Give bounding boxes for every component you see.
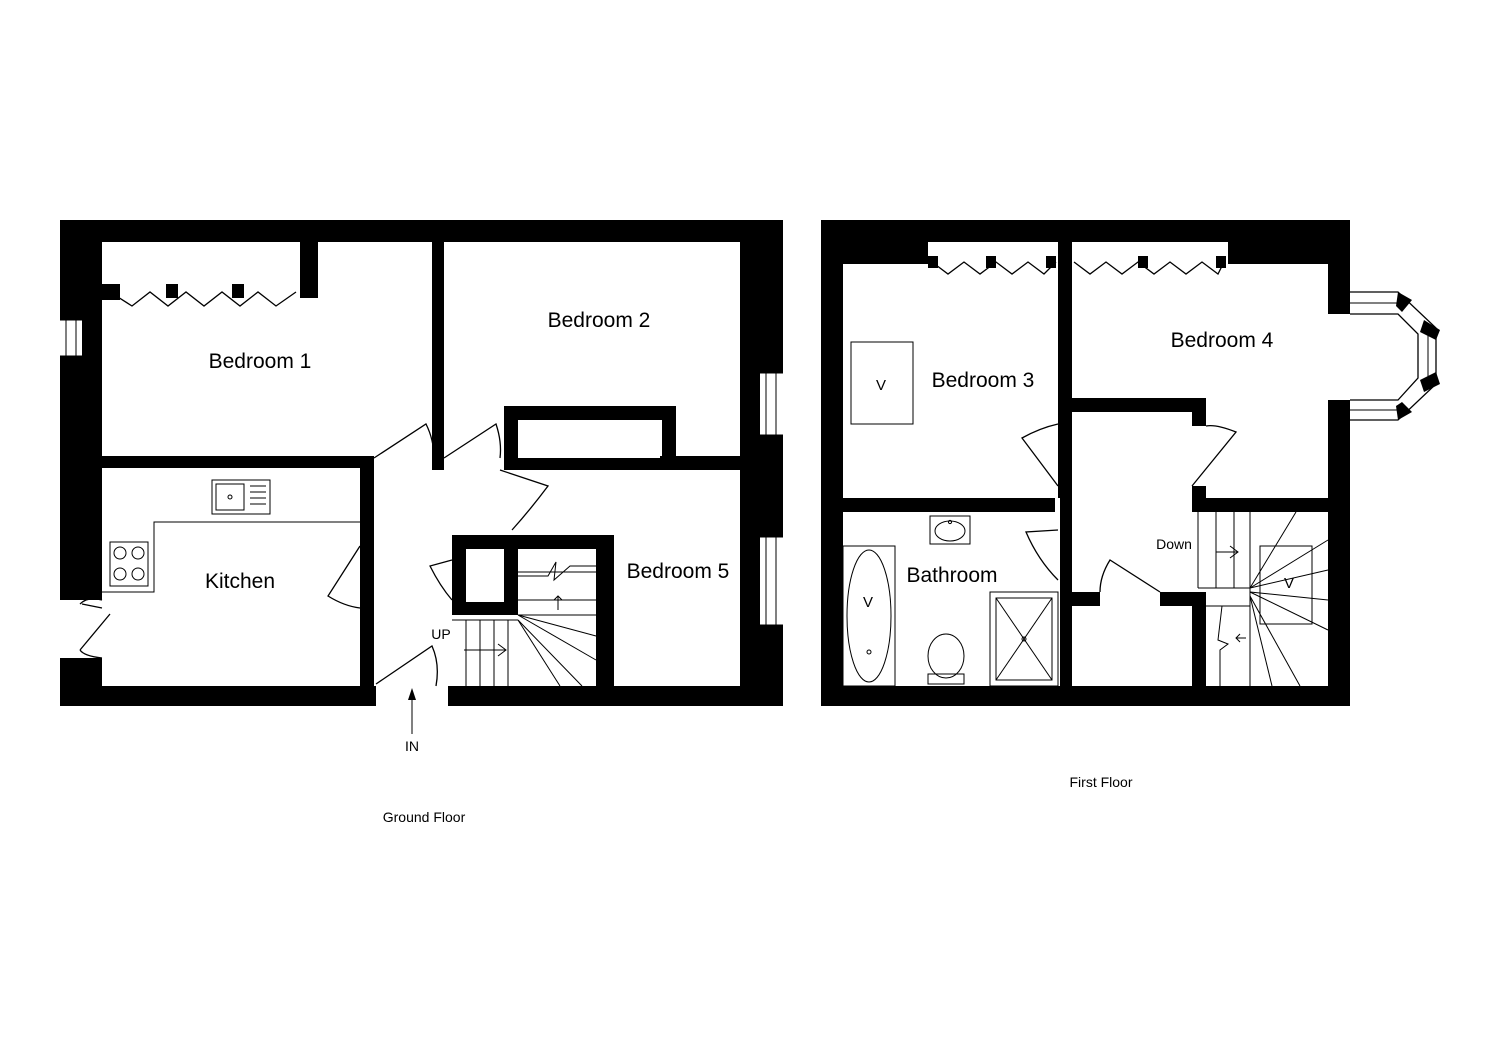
valve-mark-bath: V [863, 594, 873, 611]
stair-down-label: Down [1156, 536, 1192, 552]
window-bedroom2 [760, 373, 783, 435]
wall-bed1-bed2 [432, 242, 444, 470]
room-label-kitchen: Kitchen [205, 570, 275, 593]
stairs-first [1197, 511, 1329, 687]
wall-kitchen-hall [360, 468, 374, 686]
toilet-icon [927, 633, 965, 679]
wall-bath-landing [1060, 486, 1072, 686]
room-label-bedroom3: Bedroom 3 [932, 369, 1035, 392]
stairs-ground [452, 561, 597, 687]
wardrobe-post [102, 242, 120, 300]
room-label-bedroom2: Bedroom 2 [548, 309, 651, 332]
door-bedroom1 [373, 423, 435, 459]
wall-stair-bed5 [596, 535, 614, 686]
room-label-bedroom5: Bedroom 5 [627, 560, 730, 583]
bathroom-fittings [842, 515, 1059, 687]
bath-icon [842, 545, 896, 687]
wall-bed2-bed5 [660, 456, 740, 470]
ground-floor-plan: Bedroom 1 Bedroom 2 Bedroom 5 Kitchen UP… [60, 220, 783, 825]
bay-window [1350, 291, 1440, 421]
valve-mark-stairs: V [1284, 575, 1294, 592]
hob-icon [109, 541, 149, 587]
valve-mark-bedroom3: V [876, 377, 886, 394]
basin-icon [929, 515, 971, 545]
wall-bed3-bath [843, 498, 1055, 512]
window-bedroom5 [760, 537, 783, 625]
room-label-bedroom4: Bedroom 4 [1171, 329, 1274, 352]
window-bedroom1 [60, 320, 82, 356]
ground-floor-caption: Ground Floor [383, 809, 466, 825]
sink-icon [211, 479, 271, 515]
first-floor-caption: First Floor [1070, 774, 1133, 790]
first-floor-plan: Bedroom 3 Bedroom 4 Bathroom Down V V V … [821, 220, 1440, 790]
cupboard-bedroom3 [850, 341, 914, 425]
shower-icon [989, 591, 1059, 687]
stair-enclosure [452, 535, 614, 615]
wall-bed3-bed4 [1058, 242, 1072, 498]
kitchen-fittings [102, 479, 360, 593]
entrance-arrow-icon [408, 688, 416, 734]
room-label-bedroom1: Bedroom 1 [209, 350, 312, 373]
room-label-bathroom: Bathroom [906, 564, 997, 587]
front-door [375, 645, 438, 687]
cupboard-bed2 [504, 406, 676, 470]
wall-bed1-kitchen [102, 456, 374, 468]
wall-landing-top [1072, 398, 1206, 412]
stair-up-label: UP [431, 626, 450, 642]
entry-label: IN [405, 738, 419, 754]
wall-bed4-stair [1206, 498, 1328, 512]
